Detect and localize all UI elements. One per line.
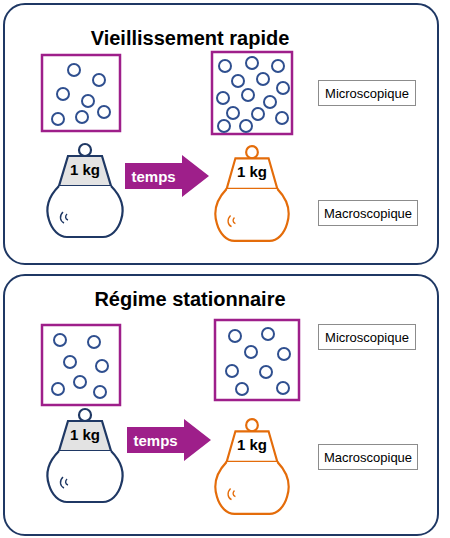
particle-square [212, 52, 292, 134]
weight-shape [45, 142, 125, 240]
particle-square [215, 320, 299, 400]
mass-label: 1 kg [45, 426, 125, 444]
mass-weight: 1 kg [45, 407, 125, 505]
arrow-label: temps [127, 419, 184, 461]
weight-shape [213, 417, 291, 517]
scenario-panel: Vieillissement rapideMicroscopiquetemps1… [3, 3, 439, 265]
panel-title: Vieillissement rapide [35, 27, 345, 49]
scale-label: Macroscopique [324, 450, 412, 465]
particle-square [42, 325, 120, 405]
scale-label-box: Macroscopique [318, 200, 418, 226]
time-arrow: temps [127, 419, 211, 461]
weight-shape [45, 407, 125, 505]
mass-weight: 1 kg [45, 142, 125, 240]
mass-weight: 1 kg [213, 144, 291, 244]
mass-label: 1 kg [213, 436, 291, 454]
scale-label: Microscopique [325, 86, 409, 101]
scale-label-box: Microscopique [318, 324, 416, 350]
particle-square [42, 55, 120, 131]
time-arrow: temps [125, 155, 209, 197]
mass-label: 1 kg [213, 163, 291, 181]
mass-label: 1 kg [45, 161, 125, 179]
scale-label: Microscopique [325, 330, 409, 345]
mass-weight: 1 kg [213, 417, 291, 517]
arrow-label: temps [125, 155, 182, 197]
scenario-panel: Régime stationnaireMicroscopiquetemps1 k… [3, 274, 439, 536]
scale-label-box: Macroscopique [318, 444, 418, 470]
weight-shape [213, 144, 291, 244]
panel-title: Régime stationnaire [35, 288, 345, 310]
scale-label-box: Microscopique [318, 80, 416, 106]
scale-label: Macroscopique [324, 206, 412, 221]
